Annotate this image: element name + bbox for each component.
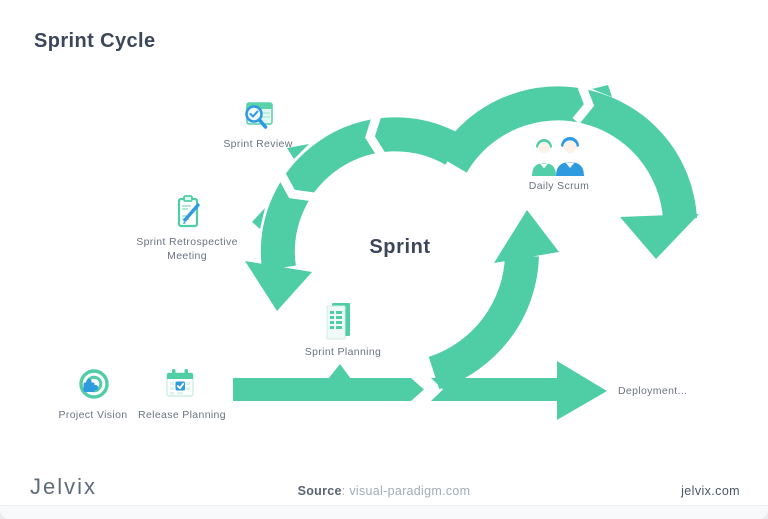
jelvix-logo: Jelvix xyxy=(30,474,98,499)
source-link[interactable]: : visual-paradigm.com xyxy=(341,484,471,498)
retrospective-clipboard-pencil-icon xyxy=(177,195,200,228)
label-sprint-planning: Sprint Planning xyxy=(304,346,382,358)
label-project-vision: Project Vision xyxy=(58,409,128,421)
daily-scrum-people-icon xyxy=(532,137,584,176)
label-deployment: Deployment... xyxy=(618,385,688,397)
label-release-planning: Release Planning xyxy=(138,409,226,421)
site-link[interactable]: jelvix.com xyxy=(681,484,740,498)
sprint-up-arrow xyxy=(428,210,559,390)
label-sprint-review: Sprint Review xyxy=(223,138,293,150)
sprint-review-magnifier-icon xyxy=(245,102,273,129)
daily-scrum-loop-arrow xyxy=(437,85,699,259)
sprint-center-label: Sprint xyxy=(369,236,431,258)
sprint-loop-arrow xyxy=(245,113,463,311)
release-planning-calendar-icon xyxy=(166,369,194,397)
project-vision-target-puzzle-icon xyxy=(79,369,109,399)
timeline-arrow xyxy=(233,361,607,420)
source-label: Source xyxy=(297,484,342,498)
label-sprint-retrospective: Sprint Retrospective Meeting xyxy=(136,236,238,263)
bottom-edge-strip xyxy=(0,505,768,519)
source-credit: Source: visual-paradigm.com xyxy=(0,484,768,498)
page-title: Sprint Cycle xyxy=(34,30,156,52)
sprint-planning-document-icon xyxy=(326,303,350,340)
label-daily-scrum: Daily Scrum xyxy=(528,180,590,192)
